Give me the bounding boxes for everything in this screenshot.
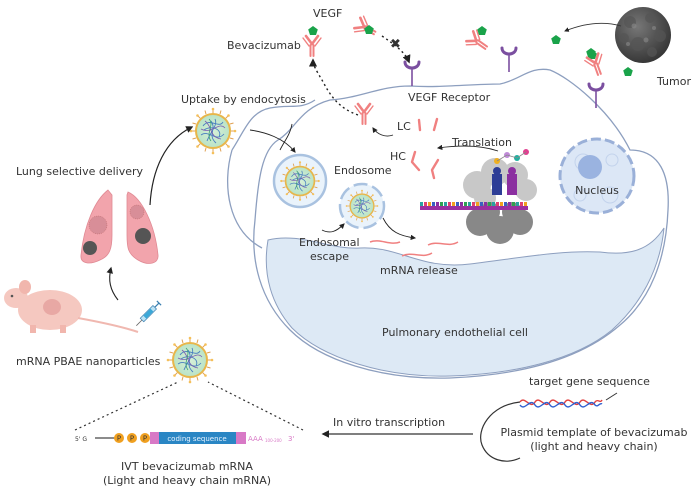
codon-block: [476, 202, 479, 206]
codon-block: [480, 202, 483, 206]
lung-delivery-label: Lung selective delivery: [16, 165, 144, 178]
dna-helix-icon: [519, 399, 603, 408]
codon-block: [516, 202, 519, 206]
ivt-mrna-label-2: (Light and heavy chain mRNA): [103, 474, 271, 487]
codon-block: [496, 202, 499, 206]
nucleus: Nucleus: [558, 137, 636, 215]
mouse-icon: [4, 280, 139, 333]
codon-block: [520, 202, 523, 206]
polya-label: AAA: [248, 435, 263, 443]
lungs-icon: [80, 189, 159, 264]
phosphate-group: P P P: [114, 433, 150, 443]
phosphate-label: P: [130, 435, 134, 443]
nanoparticles-label: mRNA PBAE nanoparticles: [16, 355, 161, 368]
ribosome: [420, 149, 537, 244]
codon-block: [524, 202, 527, 206]
mrna-release-label: mRNA release: [380, 264, 458, 277]
nanoparticle-icon: [188, 106, 238, 156]
codon-block: [484, 202, 487, 206]
endosomal-escape-label: Endosomal: [299, 236, 360, 249]
coding-sequence-label: coding sequence: [167, 435, 226, 443]
endosome-label: Endosome: [334, 164, 392, 177]
ivt-label: In vitro transcription: [333, 416, 445, 429]
endosomal-escape-label-2: escape: [310, 250, 349, 263]
codon-block: [500, 202, 503, 206]
codon-block: [452, 202, 455, 206]
cell-label: Pulmonary endothelial cell: [382, 326, 528, 339]
codon-block: [460, 202, 463, 206]
hc-label: HC: [390, 150, 406, 163]
codon-block: [420, 202, 423, 206]
vegf-label: VEGF: [313, 7, 342, 20]
mouse-section: mRNA PBAE nanoparticles: [4, 280, 215, 385]
syringe-icon: [136, 300, 162, 326]
phosphate-label: P: [117, 435, 121, 443]
antibody-vegf-complex-icon: [582, 51, 610, 79]
extracellular-region: VEGF Bevacizumab ✖ VEGF Receptor: [227, 7, 633, 116]
bevacizumab-label: Bevacizumab: [227, 39, 301, 52]
ivt-section: In vitro transcription target gene seque…: [321, 375, 688, 462]
polya-length-label: 100-200: [265, 438, 282, 443]
vegf-icon: [551, 35, 561, 44]
vegf-icon: [623, 67, 633, 76]
mrna-construct: 5' G P P P coding sequence AAA 100-200 3…: [74, 381, 304, 487]
bevacizumab-antibody-icon: [301, 34, 323, 58]
target-gene-label: target gene sequence: [529, 375, 650, 388]
lc-label: LC: [397, 120, 411, 133]
ivt-mrna-label: IVT bevacizumab mRNA: [121, 460, 253, 473]
codon-block: [424, 202, 427, 206]
vegf-receptor-label: VEGF Receptor: [408, 91, 491, 104]
five-prime-label: 5' G: [75, 436, 87, 443]
vegf-icon: [586, 48, 596, 57]
uptake-label: Uptake by endocytosis: [181, 93, 306, 106]
codon-block: [468, 202, 471, 206]
tumor: Tumor: [564, 7, 691, 88]
antibody-vegf-complex-icon: [463, 27, 493, 57]
codon-block: [508, 202, 511, 206]
codon-block: [504, 202, 507, 206]
codon-block: [436, 202, 439, 206]
vegf-receptor-icon: [500, 46, 518, 74]
nanoparticle-icon: [344, 188, 380, 224]
nucleus-label: Nucleus: [575, 184, 619, 197]
mrna-strand: [420, 202, 528, 210]
tumor-label: Tumor: [656, 75, 691, 88]
codon-block: [444, 202, 447, 206]
nanoparticle-icon: [279, 160, 321, 202]
three-prime-label: 3': [288, 435, 294, 443]
endothelial-cell: Pulmonary endothelial cell: [226, 68, 669, 379]
nanoparticle-icon: [165, 335, 215, 385]
codon-block: [440, 202, 443, 206]
lung-section: Lung selective delivery: [16, 165, 159, 301]
codon-block: [456, 202, 459, 206]
codon-block: [464, 202, 467, 206]
blocked-icon: ✖: [390, 37, 401, 52]
vegf-receptor-icon: [403, 60, 421, 88]
uptake-section: Uptake by endocytosis: [149, 93, 306, 206]
vegf-icon: [477, 26, 487, 35]
plasmid-label: Plasmid template of bevacizumab: [501, 426, 688, 439]
phosphate-label: P: [143, 435, 147, 443]
endosome-group: Endosome Endosomal escape mRNA release: [249, 123, 459, 277]
codon-block: [432, 202, 435, 206]
codon-block: [448, 202, 451, 206]
codon-block: [492, 202, 495, 206]
codon-block: [512, 202, 515, 206]
codon-block: [428, 202, 431, 206]
antibody-assembly: LC HC Translation: [353, 102, 512, 180]
codon-block: [488, 202, 491, 206]
vegf-icon: [308, 26, 318, 35]
plasmid-label-2: (light and heavy chain): [530, 440, 657, 453]
codon-block: [472, 202, 475, 206]
